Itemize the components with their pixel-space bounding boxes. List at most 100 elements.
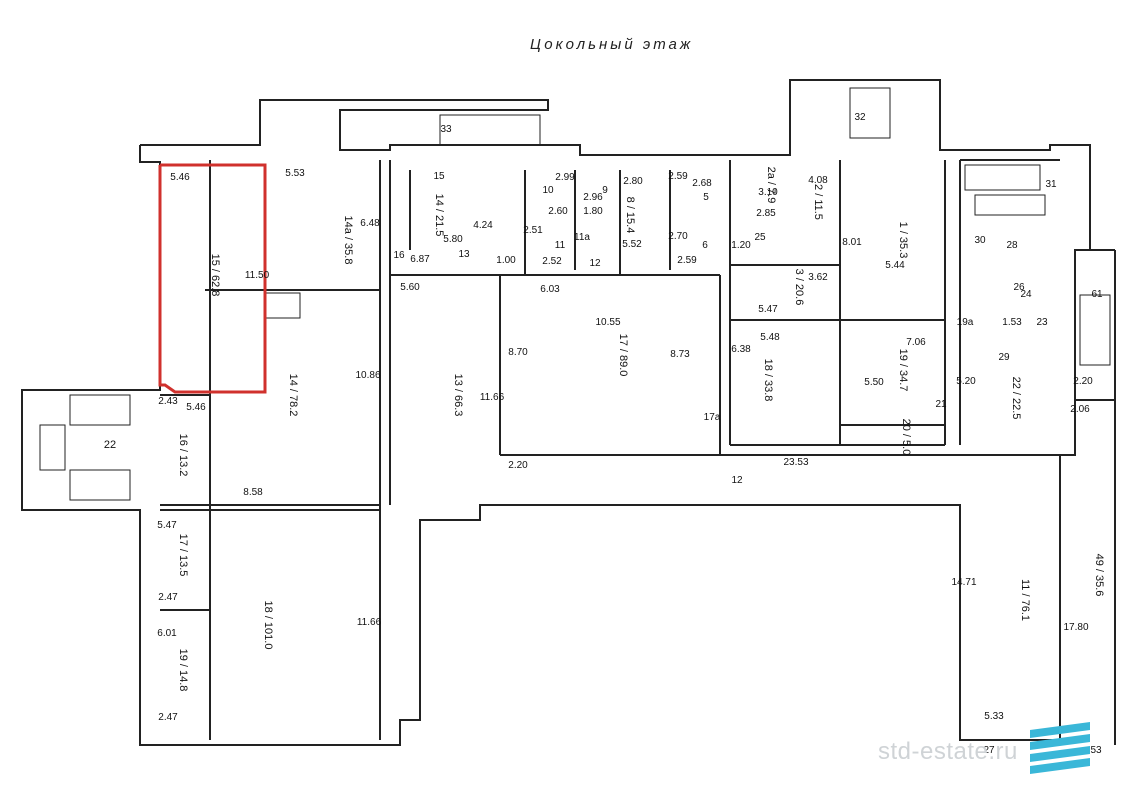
dimension-label: 11.66 [357,617,382,628]
dimension-label: 6.03 [540,284,560,295]
room-label-21: 49 / 35.6 [1093,554,1105,597]
dimension-label: 27 [983,745,995,756]
room-label-19: 20 / 5.0 [900,419,912,456]
dimension-label: 53 [1090,745,1102,756]
dimension-label: 5.20 [956,376,976,387]
dimension-label: 32 [854,112,866,123]
dimension-label: 5.52 [622,239,642,250]
dimension-label: 30 [974,235,986,246]
dimension-label: 2.99 [555,172,575,183]
dimension-label: 5.47 [758,304,778,315]
dimension-label: 9 [602,185,608,196]
dimension-label: 11.66 [480,392,505,403]
room-label-20: 11 / 76.1 [1019,579,1031,621]
dimension-label: 4.24 [473,220,493,231]
dimension-label: 19а [957,317,974,328]
dimension-label: 5.44 [885,260,905,271]
dimension-label: 5.50 [864,377,884,388]
room-label-2: 14 / 78.2 [287,374,299,417]
dimension-label: 13 [458,249,470,260]
dimension-label: 61 [1091,289,1103,300]
stairs [39,87,1111,501]
floor-title: Цокольный этаж [530,36,694,53]
dimension-label: 33 [440,124,452,135]
room-label-1: 14а / 35.8 [342,216,354,265]
dimension-label: 2.52 [542,256,562,267]
dimension-label: 10.86 [355,370,380,381]
dimension-label: 12 [589,258,601,269]
dimension-label: 5.53 [285,168,305,179]
dimension-label: 28 [1006,240,1018,251]
dimension-label: 8.73 [670,349,690,360]
dimension-label: 6.01 [157,628,177,639]
room-label-3: 16 / 13.2 [177,434,189,477]
dimension-label: 5.47 [157,520,177,531]
dimension-label: 2.59 [668,171,688,182]
dimension-label: 26 [1013,282,1025,293]
dimension-label: 8.58 [243,487,263,498]
dimension-label: 15 [433,171,445,182]
dimension-label: 6 [702,240,708,251]
room-label-17: 19 / 34.7 [897,349,909,392]
room-label-15: 18 / 33.8 [762,359,774,402]
dimension-label: 24 [1020,289,1032,300]
dimension-label: 11а [574,232,590,243]
dimension-label: 16 [393,250,405,261]
dimension-label: 3.10 [758,187,778,198]
room-label-7: 19 / 14.8 [177,649,189,692]
dimension-label: 8.01 [842,237,862,248]
room-label-18: 22 / 22.5 [1010,377,1022,420]
room-label-14: 3 / 20.6 [793,269,805,306]
room-label-13: 2 / 11.5 [812,184,824,220]
dimension-label: 25 [754,232,766,243]
dimension-label: 1.53 [1002,317,1022,328]
dimension-label: 2.47 [158,712,178,723]
dimension-label: 5.46 [186,402,206,413]
dimension-label: 5.33 [984,711,1004,722]
dimension-label: 14.71 [951,577,976,588]
dimension-label: 12 [731,475,743,486]
dimension-label: 2.43 [158,396,178,407]
dimension-label: 23 [1036,317,1048,328]
dimension-label: 6.38 [731,344,751,355]
dimension-label: 5 [703,192,709,203]
highlighted-room-15 [158,163,267,394]
watermark-logo [1030,722,1090,774]
dimension-label: 11 [555,240,566,251]
room-label-10: 17 / 89.0 [617,334,629,377]
room-label-12: 2а / 7.9 [765,167,777,204]
dimension-label: 31 [1045,179,1057,190]
room-label-11: 8 / 15.4 [624,197,636,234]
room-label-6: 18 / 101.0 [262,601,274,650]
room-label-9: 14 / 21.5 [433,194,445,237]
dimension-label: 2.20 [1073,376,1093,387]
watermark: std-estate.ru [878,738,1018,765]
dimension-label: 2.68 [692,178,712,189]
dimension-label: 6.48 [360,218,380,229]
dimension-label: 5.60 [400,282,420,293]
dimension-label: 21 [935,399,947,410]
dimension-label: 2.51 [523,225,543,236]
dimension-label: 23.53 [783,457,808,468]
dimension-label: 10.55 [595,317,620,328]
dimension-label: 7.06 [906,337,926,348]
dimension-label: 2.06 [1070,404,1090,415]
room-label-8: 13 / 66.3 [452,374,464,417]
dimension-label: 3.62 [808,272,828,283]
dimension-label: 2.59 [677,255,697,266]
dimension-label: 2.96 [583,192,603,203]
dimension-label: 5.46 [170,172,190,183]
dimension-label: 1.20 [731,240,751,251]
dimension-label: 6.87 [410,254,430,265]
dimension-label: 4.08 [808,175,828,186]
room-label-4: 22 [104,439,116,451]
dimension-label: 1.80 [583,206,603,217]
walls [21,79,1116,746]
dimension-label: 17.80 [1063,622,1088,633]
dimension-label: 2.80 [623,176,643,187]
dimension-label: 8.70 [508,347,528,358]
dimension-label: 10 [542,185,554,196]
